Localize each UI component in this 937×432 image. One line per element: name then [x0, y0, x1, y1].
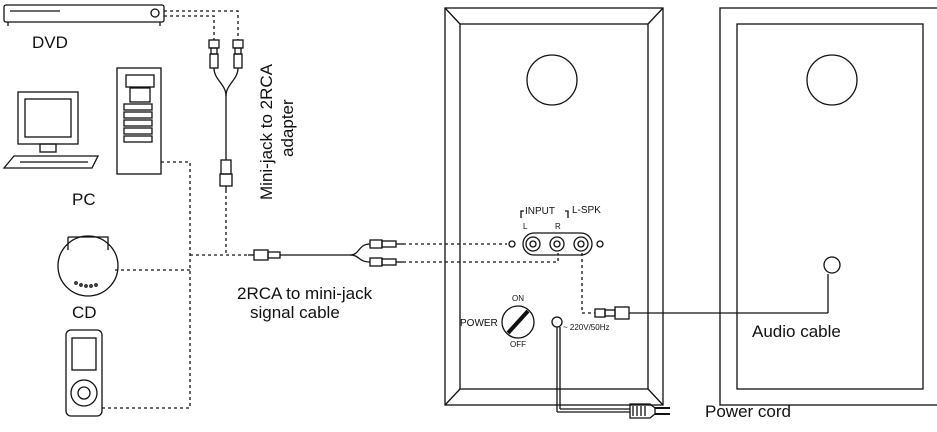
signal-cable-label-line2: signal cable: [250, 303, 340, 322]
signal-cable-label-line1: 2RCA to mini-jack: [237, 284, 373, 303]
dvd-player-icon: [3, 4, 165, 26]
signal-cable-icon: [248, 239, 403, 267]
mp3-player-icon: [65, 329, 103, 417]
power-on-label: ON: [512, 294, 524, 303]
device-wiring: [102, 10, 595, 409]
audio-cable-label: Audio cable: [752, 322, 841, 341]
pc-label: PC: [72, 190, 96, 209]
power-cord-icon: [551, 316, 670, 419]
power-knob-icon: [501, 305, 535, 339]
input-right-label: R: [555, 222, 561, 231]
adapter-cable-icon: [208, 39, 244, 190]
cd-player-icon: [57, 235, 119, 297]
audio-cable-icon: [594, 274, 829, 320]
input-label: INPUT: [525, 206, 555, 217]
adapter-label-line1: Mini-jack to 2RCA: [257, 63, 276, 200]
pc-tower-icon: [116, 67, 162, 175]
power-cord-label: Power cord: [705, 402, 791, 421]
adapter-label-line2: adapter: [278, 99, 297, 157]
dvd-label: DVD: [32, 33, 68, 52]
power-off-label: OFF: [510, 340, 526, 349]
input-left-label: L: [523, 222, 528, 231]
cd-label: CD: [72, 303, 97, 322]
left-speaker-icon: [444, 7, 664, 406]
power-label: POWER: [460, 318, 498, 329]
input-panel-icon: [508, 210, 604, 256]
pc-monitor-icon: [2, 91, 100, 169]
lspk-label: L-SPK: [572, 205, 601, 216]
right-speaker-icon: [719, 7, 937, 406]
voltage-label: ~ 220V/50Hz: [563, 323, 610, 332]
